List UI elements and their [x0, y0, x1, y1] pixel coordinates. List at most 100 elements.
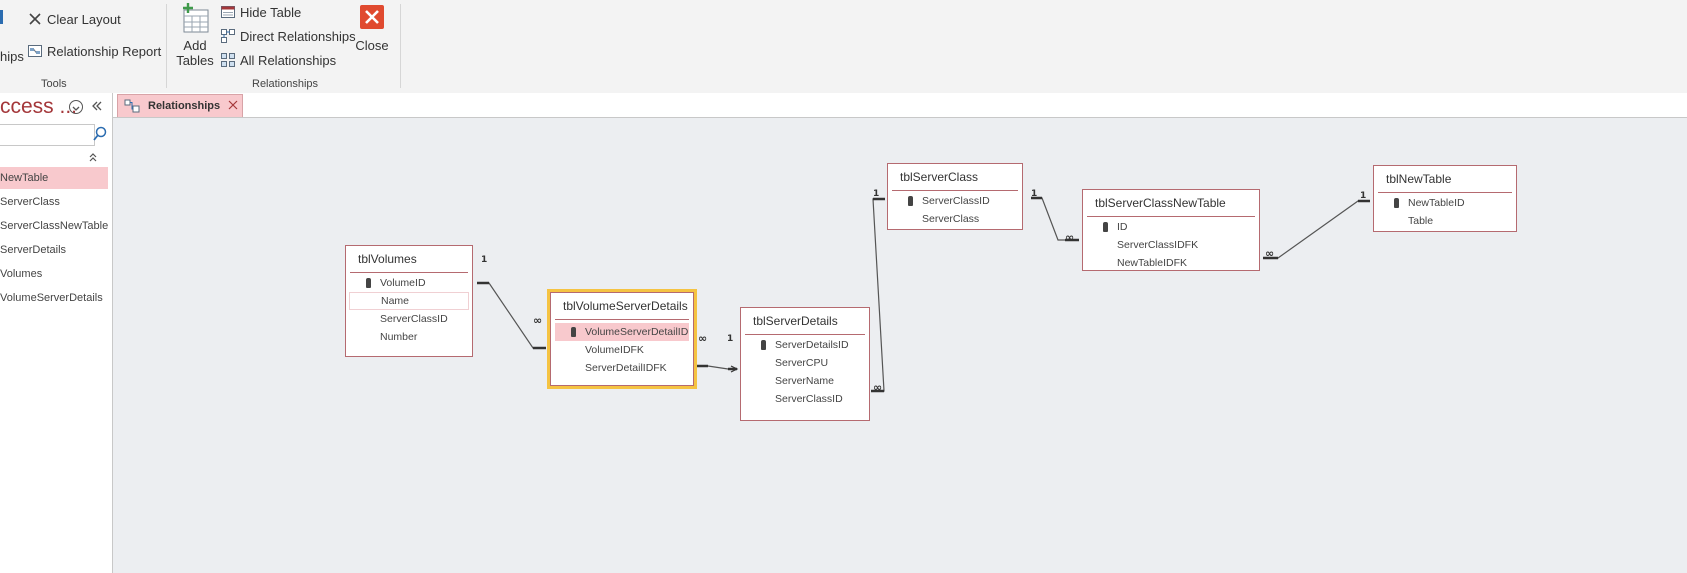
cardinality-one: 1 — [1360, 191, 1367, 201]
table-title[interactable]: tblServerClass — [892, 164, 1018, 191]
relationship-line-sc-sd[interactable] — [871, 197, 885, 393]
edit-relationships-button-partial[interactable]: hips — [0, 49, 24, 64]
field-row[interactable]: Name — [349, 292, 469, 310]
search-icon[interactable] — [91, 124, 109, 144]
field-label: ServerCPU — [775, 357, 829, 369]
group-separator-2 — [400, 4, 401, 88]
hide-table-label: Hide Table — [240, 4, 302, 20]
relationships-tab-icon — [124, 99, 140, 113]
document-tab-bar: Relationships — [113, 93, 1687, 118]
nav-item-serverclass[interactable]: ServerClass — [0, 196, 60, 208]
clear-layout-button[interactable]: Clear Layout — [27, 11, 121, 27]
hide-table-button[interactable]: Hide Table — [220, 4, 301, 20]
ribbon: Clear Layout hips Relationship Report To… — [0, 0, 1687, 94]
nav-title[interactable]: ccess ... — [0, 95, 78, 118]
table-tblserverdetails[interactable]: tblServerDetails ServerDetailsID ServerC… — [740, 307, 870, 421]
table-title[interactable]: tblVolumes — [350, 246, 468, 273]
field-label: Name — [381, 295, 410, 307]
field-row[interactable]: ServerClassID — [888, 192, 1022, 210]
relationship-report-label: Relationship Report — [47, 43, 162, 59]
table-tblvolumes[interactable]: tblVolumes VolumeID Name ServerClassID N… — [345, 245, 473, 357]
add-tables-label-1: Add — [183, 38, 207, 53]
field-row-selected[interactable]: VolumeServerDetailID — [555, 323, 689, 341]
cardinality-one: 1 — [873, 189, 880, 199]
nav-menu-dropdown-icon[interactable] — [69, 100, 83, 114]
field-row[interactable]: Table — [1374, 212, 1516, 230]
relationship-line-nt-scnt[interactable] — [1263, 199, 1370, 260]
all-relationships-button[interactable]: All Relationships — [220, 52, 336, 68]
field-label: ServerClassID — [380, 313, 448, 325]
table-title[interactable]: tblNewTable — [1378, 166, 1512, 193]
x-icon — [27, 11, 43, 27]
primary-key-icon — [908, 196, 913, 206]
report-icon — [27, 43, 43, 59]
add-tables-label-2: Tables — [176, 53, 214, 68]
navigation-pane: ccess ... NewTable ServerClass ServerCla… — [0, 93, 113, 573]
field-label: Number — [380, 331, 418, 343]
direct-relationships-icon — [220, 28, 236, 44]
nav-item-serverdetails[interactable]: ServerDetails — [0, 244, 67, 256]
field-row[interactable]: ServerName — [741, 372, 869, 390]
field-row[interactable]: NewTableIDFK — [1083, 254, 1259, 272]
table-title[interactable]: tblServerDetails — [745, 308, 865, 335]
close-tab-icon[interactable] — [228, 100, 238, 110]
table-tblserverclassnewtable[interactable]: tblServerClassNewTable ID ServerClassIDF… — [1082, 189, 1260, 271]
field-row[interactable]: ServerClass — [888, 210, 1022, 228]
tab-relationships[interactable]: Relationships — [117, 94, 243, 117]
field-label: VolumeID — [380, 277, 426, 289]
field-label: NewTableIDFK — [1117, 257, 1188, 269]
field-label: NewTableID — [1408, 197, 1465, 209]
nav-item-serverclassnewtable[interactable]: ServerClassNewTable — [0, 220, 108, 232]
primary-key-icon — [761, 340, 766, 350]
close-label: Close — [355, 38, 389, 53]
direct-relationships-label: Direct Relationships — [240, 28, 356, 44]
field-label: ServerClassID — [775, 393, 843, 405]
table-tblvolumeserverdetails[interactable]: tblVolumeServerDetails VolumeServerDetai… — [547, 289, 697, 389]
relationship-report-button[interactable]: Relationship Report — [27, 43, 161, 59]
close-button[interactable]: Close — [354, 5, 390, 53]
nav-item-volumes[interactable]: Volumes — [0, 268, 43, 280]
relationships-icon-partial[interactable] — [0, 10, 8, 24]
field-row[interactable]: Number — [346, 328, 472, 346]
field-label: VolumeIDFK — [585, 344, 644, 356]
relationship-line-volumes-vsd[interactable] — [477, 281, 546, 350]
table-tblnewtable[interactable]: tblNewTable NewTableID Table — [1373, 165, 1517, 232]
field-row[interactable]: VolumeID — [346, 274, 472, 292]
table-tblserverclass[interactable]: tblServerClass ServerClassID ServerClass — [887, 163, 1023, 230]
cardinality-many: ∞ — [533, 314, 543, 327]
field-row[interactable]: VolumeIDFK — [551, 341, 693, 359]
field-label: ServerName — [775, 375, 834, 387]
field-row[interactable]: ServerClassID — [741, 390, 869, 408]
relationships-canvas[interactable]: 1 ∞ ∞ 1 1 ∞ 1 ∞ 1 ∞ tblVolumes VolumeID … — [113, 118, 1687, 573]
table-title[interactable]: tblServerClassNewTable — [1087, 190, 1255, 217]
field-label: Table — [1408, 215, 1434, 227]
nav-search-input[interactable] — [0, 124, 95, 146]
table-title[interactable]: tblVolumeServerDetails — [555, 293, 689, 320]
field-row[interactable]: ServerCPU — [741, 354, 869, 372]
relationship-line-sc-scnt[interactable] — [1031, 196, 1079, 242]
all-relationships-icon — [220, 52, 236, 68]
field-label: ID — [1117, 221, 1128, 233]
field-row[interactable]: ServerClassID — [346, 310, 472, 328]
collapse-pane-icon[interactable] — [90, 99, 104, 113]
field-row[interactable]: ID — [1083, 218, 1259, 236]
field-label: ServerDetailsID — [775, 339, 849, 351]
direct-relationships-button[interactable]: Direct Relationships — [220, 28, 356, 44]
cardinality-many: ∞ — [873, 381, 883, 394]
nav-item-volumeserverdetails[interactable]: VolumeServerDetails — [0, 292, 103, 304]
clear-layout-label: Clear Layout — [47, 11, 121, 27]
field-label: VolumeServerDetailID — [585, 326, 689, 338]
cardinality-one: 1 — [1031, 189, 1038, 199]
relationship-line-vsd-sd[interactable] — [695, 364, 739, 373]
cardinality-many: ∞ — [1265, 247, 1275, 260]
primary-key-icon — [366, 278, 371, 288]
primary-key-icon — [1103, 222, 1108, 232]
nav-item-newtable[interactable]: NewTable — [0, 167, 108, 189]
field-row[interactable]: ServerDetailsID — [741, 336, 869, 354]
primary-key-icon — [1394, 198, 1399, 208]
field-row[interactable]: ServerClassIDFK — [1083, 236, 1259, 254]
collapse-group-icon[interactable] — [88, 149, 98, 162]
field-row[interactable]: ServerDetailIDFK — [551, 359, 693, 377]
field-row[interactable]: NewTableID — [1374, 194, 1516, 212]
add-tables-button[interactable]: Add Tables — [176, 2, 214, 68]
